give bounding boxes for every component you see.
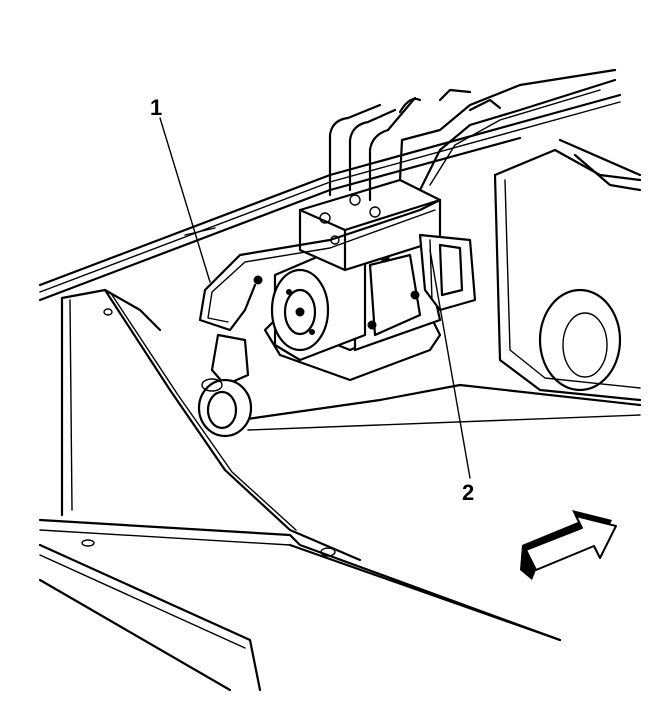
leader-line-2 bbox=[429, 249, 471, 479]
callout-leaders bbox=[159, 117, 471, 479]
leader-line-1 bbox=[159, 117, 211, 283]
callout-label-2: 2 bbox=[462, 480, 474, 505]
brake-pipes bbox=[198, 68, 617, 332]
control-module bbox=[418, 233, 477, 312]
forward-arrow-icon bbox=[520, 510, 617, 580]
callout-label-1: 1 bbox=[150, 95, 162, 120]
vehicle-frame bbox=[38, 93, 642, 692]
mount-bushing bbox=[197, 333, 253, 438]
